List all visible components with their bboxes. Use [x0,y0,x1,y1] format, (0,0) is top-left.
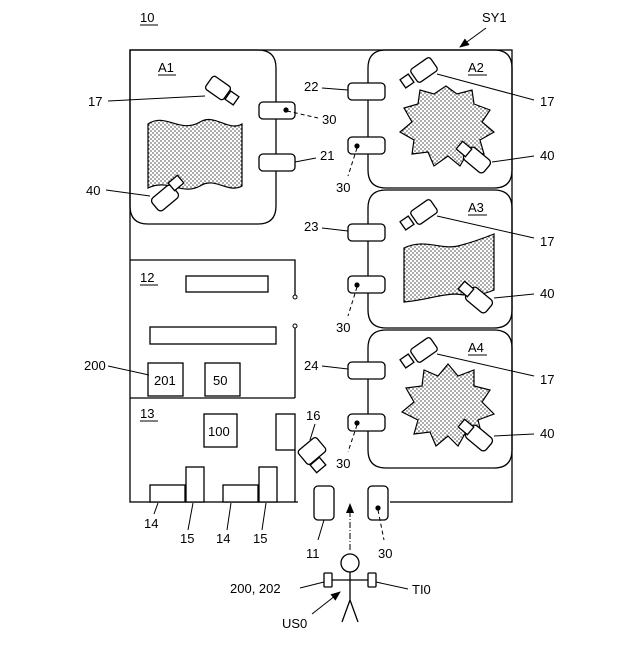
leader-40-a2 [492,156,534,162]
system-label: SY1 [482,10,507,25]
label-22: 22 [304,79,318,94]
area-a2-label: A2 [468,60,484,75]
terminal-entrance-dot [375,505,380,510]
label-30-a2: 30 [336,180,350,195]
label-15-left: 15 [180,531,194,546]
label-40-a4: 40 [540,426,554,441]
terminal-a4 [348,414,385,431]
label-17-a4: 17 [540,372,554,387]
room-12-shelf-upper [186,276,268,292]
tag-ti0 [368,573,376,587]
label-40-a1: 40 [86,183,100,198]
label-30-a4: 30 [336,456,350,471]
door-24 [348,362,385,379]
leader-22 [322,88,348,90]
terminal-a3-dot [354,282,359,287]
leader-17-a1 [108,96,205,101]
door-23 [348,224,385,241]
label-30-a1: 30 [322,112,336,127]
leader-14-right [227,503,231,530]
camera-a2-icon [400,57,438,88]
label-16: 16 [306,408,320,423]
part-15-right [259,467,277,502]
room-12-shelf-lower [150,327,276,344]
leader-200 [108,366,149,375]
room-13-cabinet [276,414,295,450]
label-us0: US0 [282,616,307,631]
terminal-a4-dot [354,420,359,425]
leader-ti0 [376,582,408,589]
door-21 [259,154,295,171]
label-30-a3: 30 [336,320,350,335]
camera-a1-icon [204,75,239,105]
box-50-label: 50 [213,373,227,388]
terminal-a1-dot [283,107,288,112]
label-11: 11 [306,546,320,561]
leader-40-a3 [494,294,534,298]
label-17-a3: 17 [540,234,554,249]
box-201-label: 201 [154,373,176,388]
leader-40-a4 [494,434,534,436]
label-ti0: TI0 [412,582,431,597]
system-arrow [460,28,486,47]
camera-a4-icon [400,337,438,368]
terminal-a2 [348,137,385,154]
leader-23 [322,228,348,231]
part-15-left [186,467,204,502]
camera-16-icon [297,436,327,472]
label-17-a1: 17 [88,94,102,109]
leader-21 [295,158,316,162]
terminal-a2-dot [354,143,359,148]
label-200: 200 [84,358,106,373]
leader-11 [318,520,324,540]
label-40-a3: 40 [540,286,554,301]
terminal-entrance [368,486,388,520]
label-24: 24 [304,358,318,373]
area-a4-label: A4 [468,340,484,355]
label-23: 23 [304,219,318,234]
camera-a3-icon [400,199,438,230]
room-12-hinge-top [293,295,297,299]
device-200-202 [324,573,332,587]
box-100-label: 100 [208,424,230,439]
leader-24 [322,366,348,369]
label-21: 21 [320,148,334,163]
room-13-label: 13 [140,406,154,421]
label-40-a2: 40 [540,148,554,163]
user-figure-icon [330,554,370,622]
terminal-a1 [259,102,295,119]
terminal-a3 [348,276,385,293]
label-30-entrance: 30 [378,546,392,561]
gate-11 [314,486,334,520]
area-a1-exhibit [148,120,242,190]
figure-ref-label: 10 [140,10,154,25]
part-14-right [223,485,258,502]
label-14-right: 14 [216,531,230,546]
room-12-label: 12 [140,270,154,285]
leader-15-right [262,503,266,530]
label-15-right: 15 [253,531,267,546]
leader-us0 [312,592,340,614]
leader-17-a3 [437,216,534,238]
part-14-left [150,485,185,502]
leader-14-left [154,503,158,514]
label-14-left: 14 [144,516,158,531]
leader-40-a1 [106,190,150,196]
label-17-a2: 17 [540,94,554,109]
area-a1-label: A1 [158,60,174,75]
leader-200-202 [300,582,324,588]
room-12-hinge-bottom [293,324,297,328]
label-200-202: 200, 202 [230,581,281,596]
leader-15-left [188,503,193,530]
door-22 [348,83,385,100]
area-a3-label: A3 [468,200,484,215]
